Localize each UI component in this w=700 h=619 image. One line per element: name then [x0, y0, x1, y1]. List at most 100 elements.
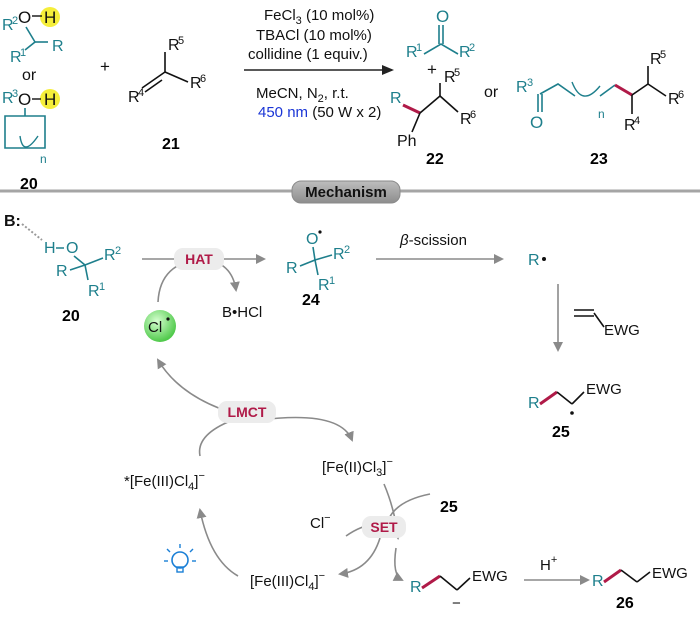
anion-charge: − [452, 595, 461, 612]
cond-solvent: MeCN, N2, r.t. [256, 85, 349, 105]
r6-label-22: R [460, 111, 472, 128]
svg-text:1: 1 [329, 275, 335, 287]
o-atom-1: O [18, 8, 31, 27]
compound-22-label: 22 [426, 151, 444, 168]
product-23: R 3 O n R 5 R 6 R 4 23 [516, 49, 684, 168]
lmct-arrow-in [198, 421, 229, 457]
svg-text:5: 5 [454, 67, 460, 79]
svg-text:R: R [592, 573, 604, 590]
r5-label-23: R [650, 51, 662, 68]
cond-tbacl: TBACl (10 mol%) [256, 27, 372, 44]
svg-text:1: 1 [416, 42, 422, 54]
svg-text:1: 1 [99, 281, 105, 293]
r1-label: R [10, 49, 22, 66]
lmct-label: LMCT [228, 404, 267, 420]
r4-label-23: R [624, 117, 636, 134]
carbanion-intermediate: R EWG − [410, 568, 508, 612]
svg-text:2: 2 [115, 245, 121, 257]
r6-label-23: R [668, 91, 680, 108]
highlight-h-1 [40, 7, 60, 27]
set-to-fe3-arrow [338, 537, 381, 578]
h-atom-1: H [44, 8, 56, 27]
compound-25-set: 25 [440, 499, 458, 516]
r6-label-21: R [190, 75, 202, 92]
h-mech: H [44, 240, 56, 257]
reactant-20: H O R 2 R R 1 or H O R 3 n 20 [2, 7, 64, 193]
r5-label-22: R [444, 69, 456, 86]
or-text-1: or [22, 67, 37, 84]
r-label-22: R [390, 90, 402, 107]
alkoxy-radical-24: O R 2 R R 1 24 [286, 230, 350, 309]
light-bulb-icon [164, 544, 196, 573]
svg-text:2: 2 [12, 15, 18, 27]
compound-24-label: 24 [302, 292, 320, 309]
svg-text:2: 2 [469, 42, 475, 54]
base-label: B: [4, 213, 21, 230]
svg-text:R: R [528, 395, 540, 412]
lmct-pill [218, 401, 276, 423]
svg-text:6: 6 [470, 109, 476, 121]
svg-text:4: 4 [634, 115, 640, 127]
cond-collidine: collidine (1 equiv.) [248, 46, 368, 63]
plus-sign-1: + [100, 57, 110, 76]
set-pill [362, 516, 406, 538]
reaction-conditions: FeCl3 (10 mol%) TBACl (10 mol%) collidin… [244, 7, 394, 121]
r4-label-21: R [128, 89, 140, 106]
o-mech-20: O [66, 240, 78, 257]
ph-label: Ph [397, 133, 417, 150]
r5-label-21: R [168, 37, 180, 54]
r3-label-23: R [516, 79, 528, 96]
fe3-excited-label: *[Fe(III)Cl4]− [124, 470, 205, 493]
beta-scission-label: β-scission [399, 232, 467, 249]
set-to-anion-arrow [392, 547, 404, 581]
svg-text:3: 3 [527, 77, 533, 89]
svg-text:R: R [318, 277, 330, 294]
mechanism-separator: Mechanism [0, 180, 700, 204]
svg-text:R: R [286, 260, 298, 277]
svg-text:6: 6 [678, 89, 684, 101]
cond-fecl3: FeCl3 (10 mol%) [264, 7, 374, 27]
fe3-label: [Fe(III)Cl4]− [250, 570, 325, 593]
svg-text:5: 5 [660, 49, 666, 61]
excitation-arrow [196, 508, 239, 577]
svg-text:R: R [88, 283, 100, 300]
o-ketone: O [436, 7, 449, 26]
cond-light: 450 nm (50 W x 2) [258, 104, 381, 121]
r-radical: R [528, 252, 540, 269]
svg-text:3: 3 [12, 88, 18, 100]
ewg-alkene: EWG [604, 322, 640, 339]
svg-text:6: 6 [200, 73, 206, 85]
mechanism-pill [291, 180, 401, 204]
ewg-26: EWG [652, 565, 688, 582]
compound-23-label: 23 [590, 151, 608, 168]
cl-anion-label: Cl− [310, 512, 331, 532]
alcohol-20: H O R 2 R R 1 20 [44, 240, 121, 325]
lmct-arrow-out [259, 416, 354, 442]
compound-26-label: 26 [616, 595, 634, 612]
svg-text:R: R [410, 579, 422, 596]
svg-text:n: n [40, 152, 47, 166]
hat-label: HAT [185, 251, 213, 267]
o-label-23: O [530, 113, 543, 132]
svg-text:2: 2 [344, 244, 350, 256]
r2-label: R [2, 17, 14, 34]
svg-text:4: 4 [138, 87, 144, 99]
radical-adduct-25: R EWG 25 [528, 381, 622, 441]
h-atom-2: H [44, 90, 56, 109]
highlight-h-2 [40, 89, 60, 109]
r3-label-20: R [2, 90, 14, 107]
product-26: R EWG 26 [592, 565, 688, 612]
hat-pill [174, 248, 224, 270]
svg-text:R: R [104, 247, 116, 264]
product-22: O R 1 R 2 + R R 5 R 6 Ph 22 [390, 7, 476, 168]
r2-ketone: R [459, 44, 471, 61]
r-label-20: R [52, 38, 64, 55]
o-radical: O [306, 231, 318, 248]
o-atom-2: O [18, 90, 31, 109]
or-text-2: or [484, 84, 499, 101]
bhcl-label: B•HCl [222, 304, 262, 321]
fe2-label: [Fe(II)Cl3]− [322, 456, 393, 479]
reactant-21: R 5 R 6 R 4 21 [128, 35, 206, 153]
